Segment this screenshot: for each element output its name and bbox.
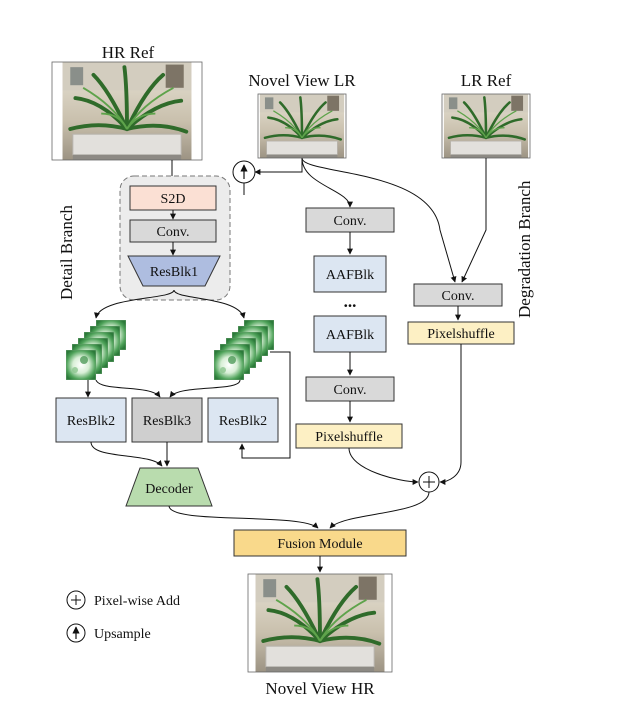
- novel-view-lr-image: [257, 93, 347, 159]
- novel-view-hr-image: [247, 573, 393, 673]
- resblk1-block: [127, 255, 221, 287]
- legend-add: Pixel-wise Add: [66, 590, 180, 610]
- aafblk-bottom-block: [313, 315, 387, 353]
- lr-ref-label: LR Ref: [461, 71, 512, 90]
- hr-ref-image: [51, 61, 203, 161]
- conv-aaf-bottom-label: Conv.: [334, 383, 367, 398]
- resblk3-label: ResBlk3: [143, 414, 191, 429]
- legend-add-label: Pixel-wise Add: [94, 594, 180, 609]
- degradation-branch-label: Degradation Branch: [515, 180, 534, 318]
- legend-upsample: Upsample: [66, 623, 151, 643]
- aafblk-top-block: [313, 255, 387, 293]
- resblk2-left-label: ResBlk2: [67, 414, 115, 429]
- decoder-block: [125, 467, 213, 507]
- feature-maps-left: [66, 320, 126, 380]
- conv-block-aaf-bottom: [305, 376, 395, 402]
- novel-view-lr-label: Novel View LR: [248, 71, 356, 90]
- resblk2-right-label: ResBlk2: [219, 414, 267, 429]
- conv-degradation-label: Conv.: [442, 289, 475, 304]
- pixelshuffle-block-aaf: [295, 423, 403, 449]
- pixelwise-add-node: [418, 471, 440, 493]
- hr-ref-label: HR Ref: [102, 43, 155, 62]
- lr-ref-image: [441, 93, 531, 159]
- fusion-module-block: [233, 529, 407, 557]
- decoder-label: Decoder: [145, 482, 193, 497]
- novel-view-hr-label: Novel View HR: [265, 679, 375, 698]
- s2d-block: [129, 185, 217, 211]
- s2d-label: S2D: [161, 192, 186, 207]
- aafblk-ellipsis: ...: [344, 292, 357, 311]
- feature-maps-right: [214, 320, 274, 380]
- resblk1-label: ResBlk1: [150, 265, 198, 280]
- detail-branch-label: Detail Branch: [57, 205, 76, 300]
- legend-upsample-label: Upsample: [94, 627, 151, 642]
- aafblk-top-label: AAFBlk: [326, 268, 374, 283]
- aafblk-bottom-label: AAFBlk: [326, 328, 374, 343]
- pixelshuffle-aaf-label: Pixelshuffle: [315, 430, 382, 445]
- conv-detail-label: Conv.: [157, 225, 190, 240]
- upsample-symbol: [232, 160, 256, 184]
- resblk2-left-block: [55, 397, 127, 443]
- pixelshuffle-degradation-label: Pixelshuffle: [427, 327, 494, 342]
- conv-aaf-top-label: Conv.: [334, 214, 367, 229]
- resblk2-right-block: [207, 397, 279, 443]
- fusion-module-label: Fusion Module: [277, 537, 362, 552]
